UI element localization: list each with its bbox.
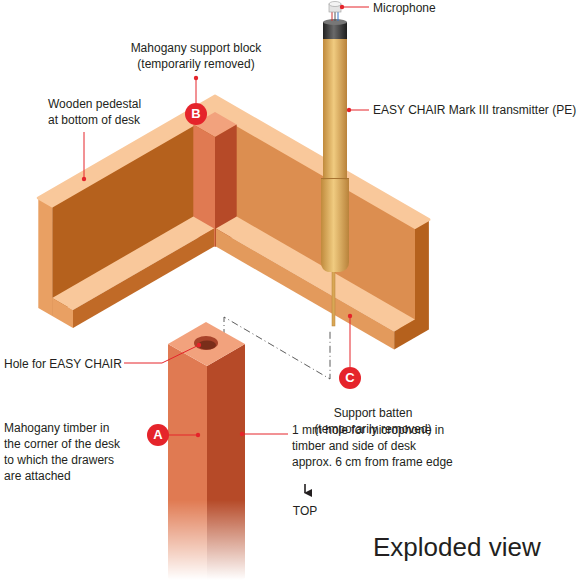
left-batten-front <box>73 229 214 329</box>
callout-letter: C <box>339 367 361 389</box>
part-label: 1 mm hole for microphone in timber and s… <box>292 422 457 470</box>
timber-right-face <box>207 344 245 581</box>
microphone-wire <box>332 12 333 21</box>
transmitter-upper-body <box>323 38 347 180</box>
transmitter-lower-body <box>321 178 349 272</box>
callout-letter-text: A <box>153 428 162 442</box>
leader-dot <box>197 343 201 347</box>
callout-letter-text: C <box>345 371 354 385</box>
part-label: Wooden pedestal at bottom of desk <box>48 96 148 128</box>
left-batten-top <box>52 217 214 311</box>
microphone-wire <box>338 12 339 21</box>
leader-line <box>350 316 351 367</box>
part-label: Mahogany support block (temporarily remo… <box>124 40 269 72</box>
leader-dot <box>82 177 86 181</box>
leader-line <box>349 110 369 111</box>
leader-line <box>169 435 198 436</box>
transmitter-band <box>321 178 349 179</box>
right-batten-front <box>216 229 394 350</box>
leader-dot <box>196 433 200 437</box>
timber-pillar <box>168 322 245 581</box>
leader-line <box>342 7 369 8</box>
pedestal-left-end-face <box>38 198 52 316</box>
right-batten-end <box>394 320 415 350</box>
right-batten-top <box>216 217 415 332</box>
pedestal-right-end-face <box>415 220 429 338</box>
timber-hole <box>194 336 218 350</box>
microphone-wire <box>335 12 336 21</box>
left-batten-end <box>52 298 73 328</box>
timber-left-face <box>168 344 207 581</box>
callout-letter-text: B <box>191 107 200 121</box>
part-label: Hole for EASY CHAIR <box>4 356 122 372</box>
leader-dot <box>347 108 351 112</box>
leader-line <box>196 78 197 103</box>
part-label: TOP <box>293 503 317 519</box>
microphone-top <box>329 2 341 7</box>
view-title: Exploded view <box>373 532 541 562</box>
leader-line <box>84 132 85 179</box>
leader-line <box>124 345 199 363</box>
leader-dot <box>340 5 344 9</box>
timber-top <box>168 322 245 366</box>
part-label: Microphone <box>373 0 436 16</box>
transmitter-rod <box>332 268 335 326</box>
leader-dot <box>194 76 198 80</box>
leader-dot <box>348 314 352 318</box>
part-label: Mahogany timber in the corner of the des… <box>4 420 124 484</box>
leader-dot <box>240 432 244 436</box>
leader-line <box>242 434 288 435</box>
callout-letter: A <box>147 424 169 446</box>
direction-arrow <box>304 484 306 493</box>
callout-letter: B <box>185 103 207 125</box>
part-label: EASY CHAIR Mark III transmitter (PE) <box>373 102 576 118</box>
